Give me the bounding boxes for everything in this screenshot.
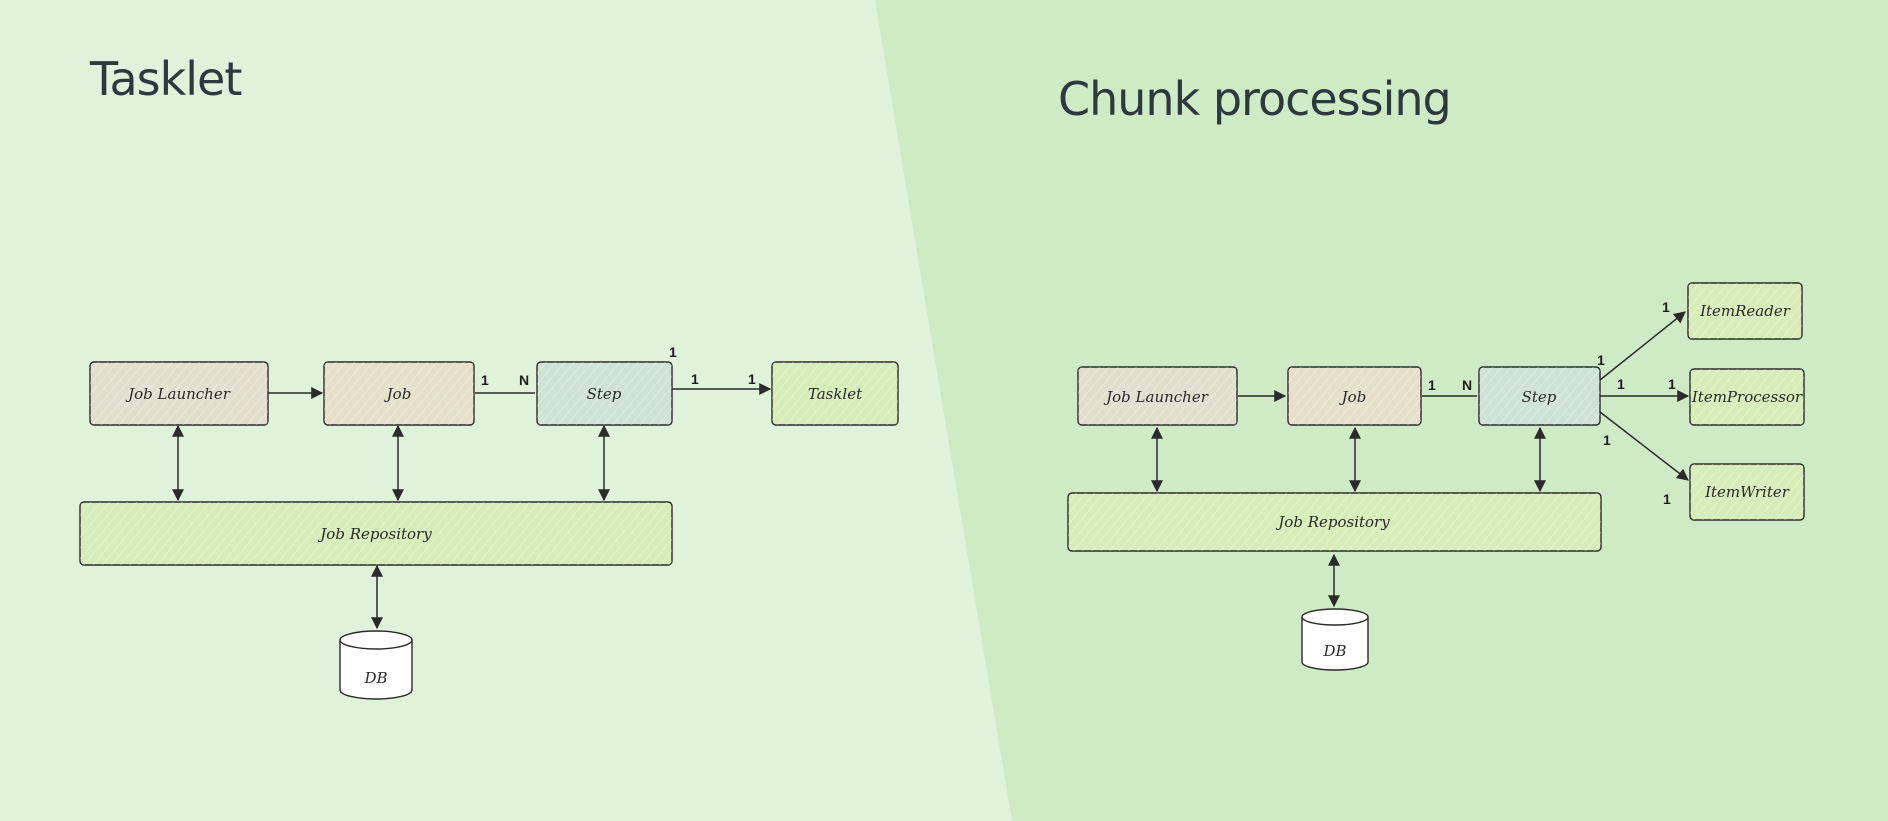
step-writer-cardinality-writer: 1 [1663, 491, 1671, 507]
chunk-step-label: Step [1522, 388, 1557, 406]
job-label: Job [384, 385, 412, 403]
step-writer-cardinality-step: 1 [1603, 432, 1611, 448]
step-box: Step [536, 361, 673, 426]
chunk-job-launcher-box: Job Launcher [1077, 366, 1238, 426]
job-repository-label: Job Repository [317, 525, 432, 543]
step-label: Step [587, 385, 622, 403]
chunk-job-launcher-label: Job Launcher [1103, 388, 1209, 406]
item-reader-label: ItemReader [1699, 302, 1791, 320]
item-processor-box: ItemProcessor [1689, 368, 1805, 426]
job-launcher-label: Job Launcher [125, 385, 231, 403]
item-writer-box: ItemWriter [1689, 463, 1805, 521]
step-processor-cardinality-processor: 1 [1668, 376, 1676, 392]
chunk-db-label: DB [1322, 642, 1346, 660]
job-step-cardinality-step: N [519, 372, 529, 388]
chunk-job-step-cardinality-step: N [1462, 377, 1472, 393]
step-processor-cardinality-step: 1 [1617, 376, 1625, 392]
item-processor-label: ItemProcessor [1691, 388, 1803, 406]
job-box: Job [323, 361, 475, 426]
job-launcher-box: Job Launcher [89, 361, 269, 426]
chunk-job-step-cardinality-job: 1 [1428, 377, 1436, 393]
step-to-itemreader-arrow [1599, 311, 1686, 381]
step-top-cardinality: 1 [669, 344, 677, 360]
tasklet-title: Tasklet [90, 52, 242, 106]
step-tasklet-cardinality-tasklet: 1 [748, 371, 756, 387]
step-reader-cardinality-reader: 1 [1662, 299, 1670, 315]
tasklet-box: Tasklet [771, 361, 899, 426]
step-reader-cardinality-step: 1 [1597, 352, 1605, 368]
chunk-processing-title: Chunk processing [1058, 72, 1452, 126]
chunk-job-label: Job [1339, 388, 1367, 406]
step-tasklet-cardinality-step: 1 [691, 371, 699, 387]
item-writer-label: ItemWriter [1704, 483, 1790, 501]
chunk-job-box: Job [1287, 366, 1422, 426]
tasklet-label: Tasklet [808, 385, 863, 403]
chunk-job-repository-label: Job Repository [1275, 513, 1390, 531]
item-reader-box: ItemReader [1687, 282, 1803, 340]
chunk-db-cylinder: DB [1301, 608, 1369, 671]
job-step-cardinality-job: 1 [481, 372, 489, 388]
step-to-itemwriter-arrow [1599, 411, 1689, 481]
chunk-diagram: Job Launcher Job Step ItemReader ItemPro… [1067, 282, 1805, 671]
db-label: DB [363, 669, 387, 687]
chunk-job-repository-box: Job Repository [1067, 492, 1602, 552]
chunk-step-box: Step [1478, 366, 1601, 426]
db-cylinder: DB [339, 630, 413, 700]
job-repository-box: Job Repository [79, 501, 673, 566]
tasklet-diagram: Job Launcher Job Step Tasklet Job Reposi… [79, 344, 899, 700]
